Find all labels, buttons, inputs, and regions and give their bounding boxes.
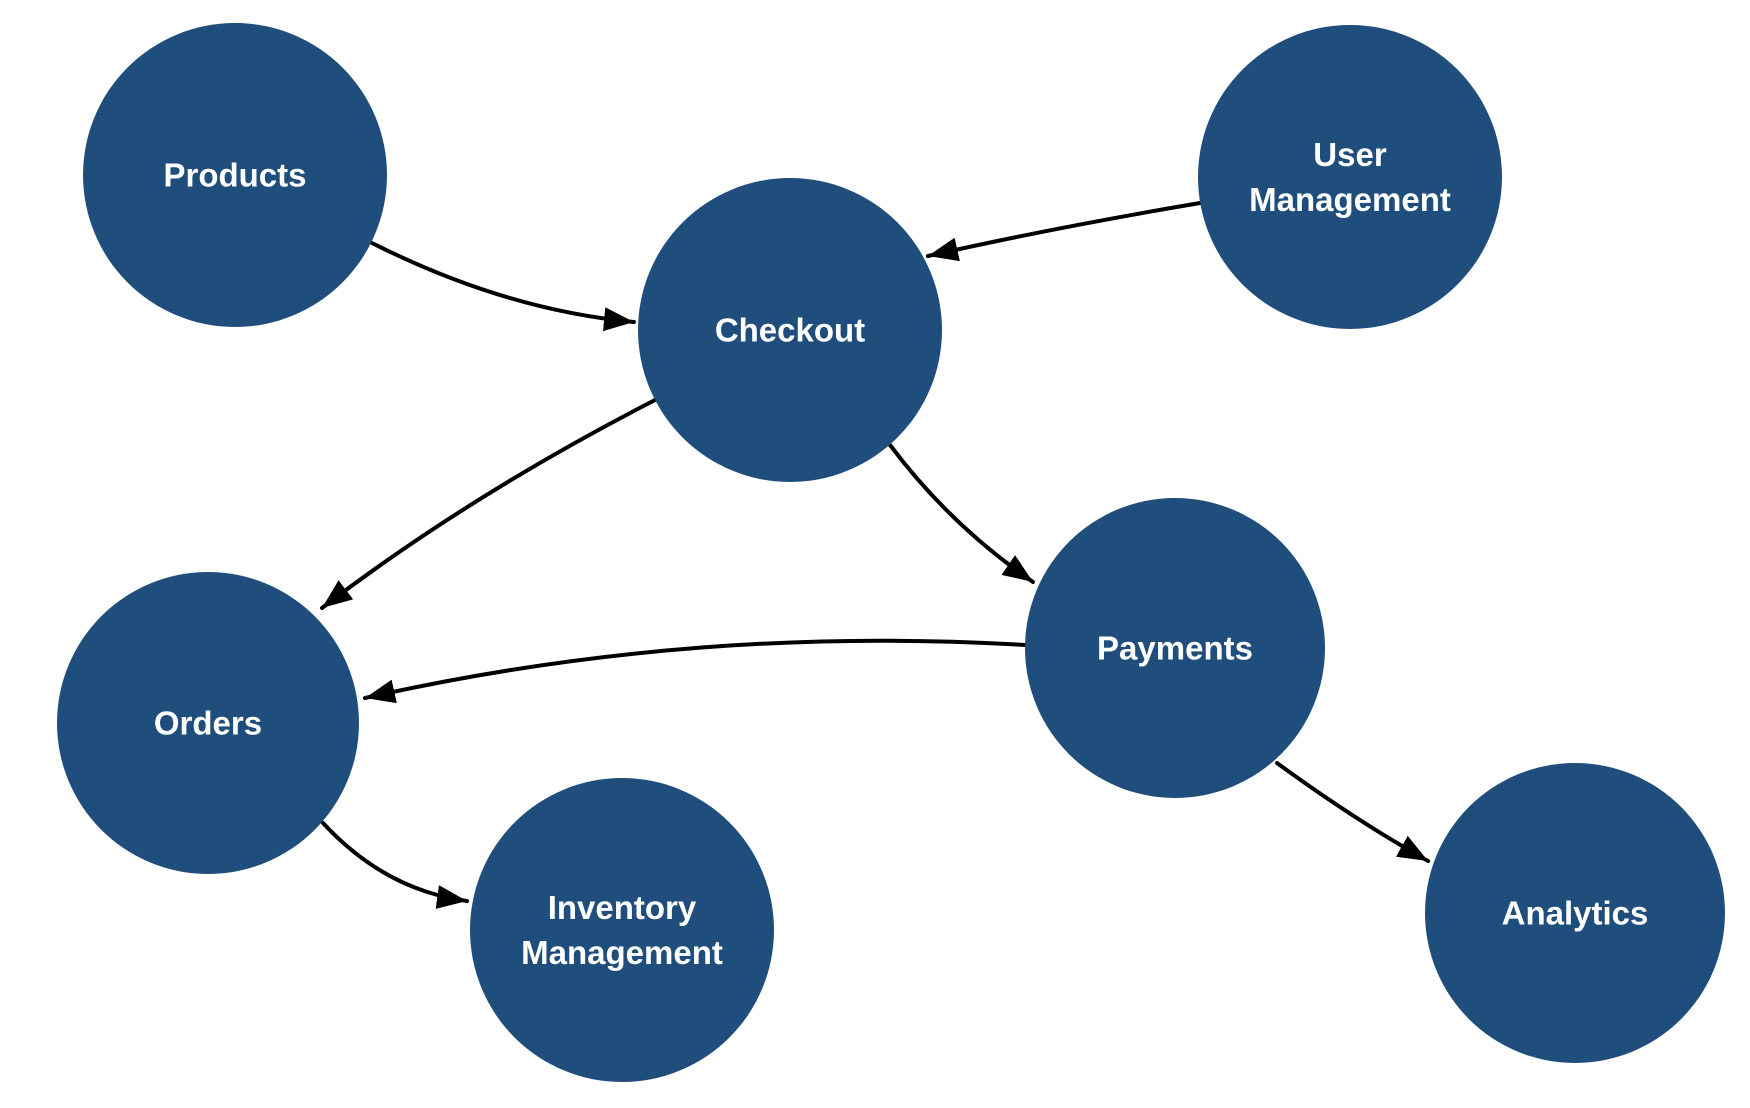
analytics-label-line: Analytics [1502, 895, 1649, 932]
inventory-management-label-line: Management [521, 934, 723, 971]
inventory-management-label-line: Inventory [548, 889, 697, 926]
node-payments[interactable]: Payments [1025, 498, 1325, 798]
orders-label: Orders [154, 705, 262, 742]
user-management-label-line: Management [1249, 181, 1451, 218]
edge-orders-to-inventory-management [321, 821, 469, 909]
edge-payments-to-orders [363, 638, 1027, 704]
edge-checkout-to-payments [888, 443, 1035, 584]
node-products[interactable]: Products [83, 23, 387, 327]
edge-user-management-to-checkout [926, 201, 1202, 262]
payments-label-line: Payments [1097, 630, 1253, 667]
orders-circle[interactable] [57, 572, 359, 874]
checkout-label-line: Checkout [715, 312, 865, 349]
checkout-circle[interactable] [638, 178, 942, 482]
edge-payments-to-analytics [1275, 761, 1430, 863]
products-label-line: Products [163, 157, 306, 194]
edge-products-to-checkout [370, 241, 636, 332]
inventory-management-circle[interactable] [470, 778, 774, 1082]
node-checkout[interactable]: Checkout [638, 178, 942, 482]
products-label: Products [163, 157, 306, 194]
node-analytics[interactable]: Analytics [1425, 763, 1725, 1063]
orders-label-line: Orders [154, 705, 262, 742]
payments-circle[interactable] [1025, 498, 1325, 798]
checkout-label: Checkout [715, 312, 865, 349]
payments-label: Payments [1097, 630, 1253, 667]
edge-layer [320, 201, 1430, 909]
user-management-label-line: User [1313, 136, 1387, 173]
node-orders[interactable]: Orders [57, 572, 359, 874]
analytics-circle[interactable] [1425, 763, 1725, 1063]
edge-checkout-to-orders [320, 398, 657, 610]
user-management-circle[interactable] [1198, 25, 1502, 329]
products-circle[interactable] [83, 23, 387, 327]
analytics-label: Analytics [1502, 895, 1649, 932]
